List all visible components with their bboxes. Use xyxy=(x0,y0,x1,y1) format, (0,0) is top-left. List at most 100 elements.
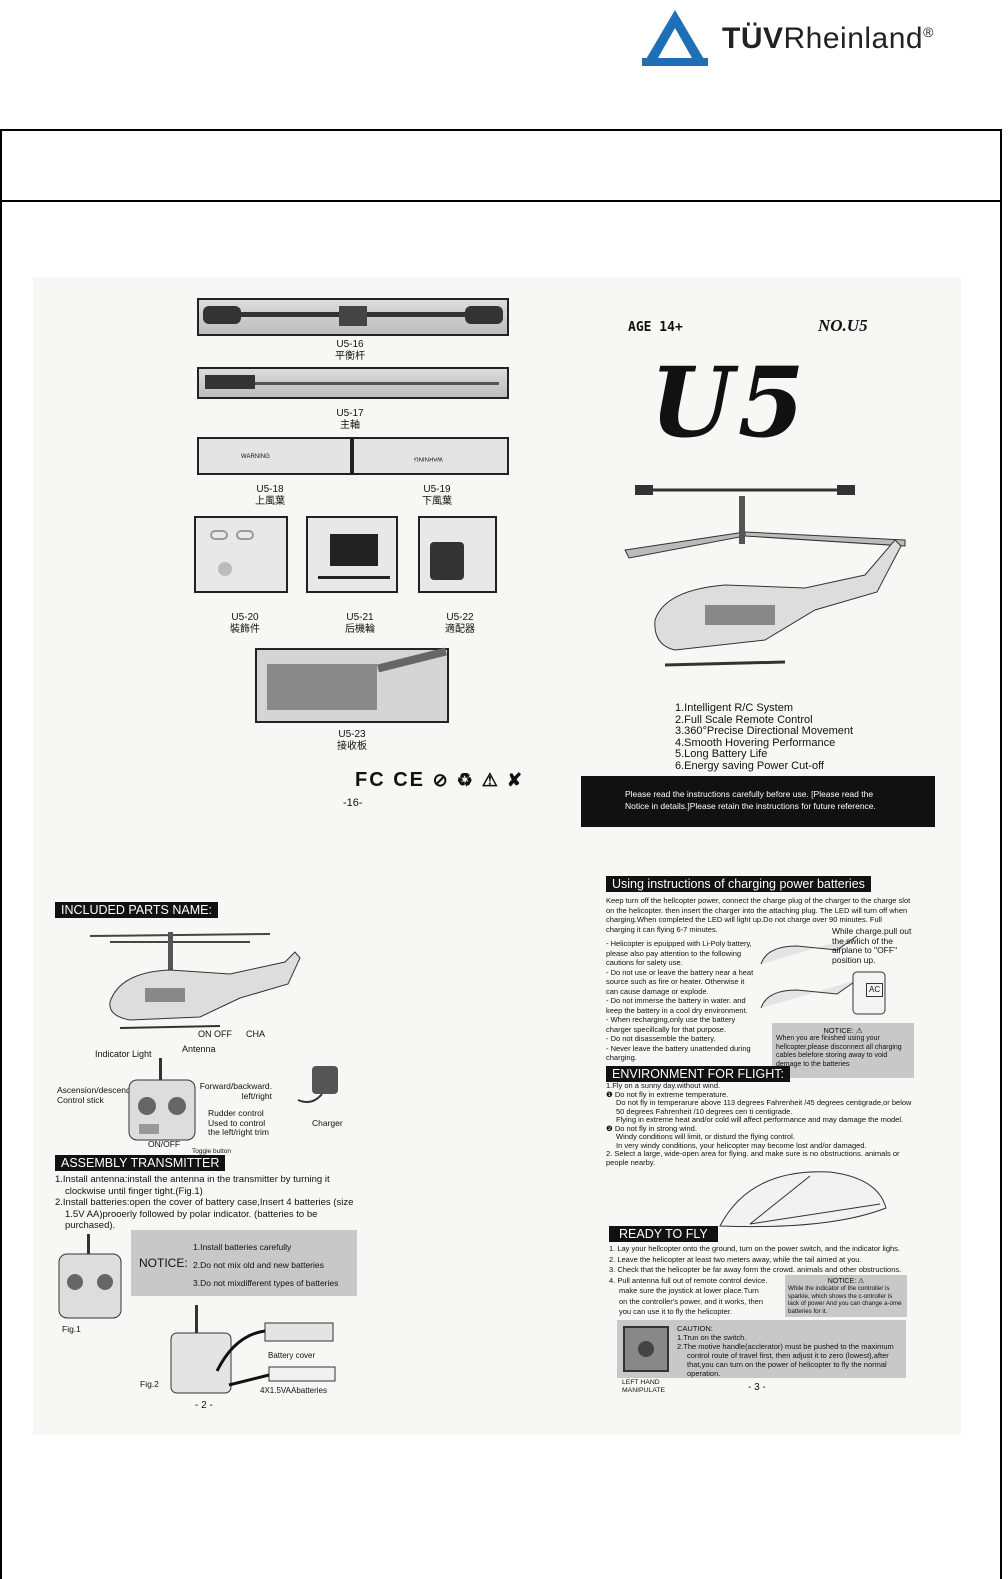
env-line: Flying in extreme heat and/or cold will … xyxy=(616,1115,904,1124)
header-divider xyxy=(0,200,1002,202)
label-antenna: Antenna xyxy=(182,1044,216,1054)
cover-big-title: U5 xyxy=(650,346,809,459)
transmitter-diagram xyxy=(128,1058,196,1141)
fig1-caption: Fig.1 xyxy=(62,1324,81,1334)
feature-item: 1.Intelligent R/C System xyxy=(675,702,793,714)
battery-cover-label: Battery cover xyxy=(268,1351,316,1360)
charger-image xyxy=(297,1066,338,1103)
charge-intro: Keep turn off the hellcopter power, conn… xyxy=(606,896,911,934)
notice-item: 3.Do not mixdifferent types of batteries xyxy=(193,1278,339,1288)
number-2-icon: ❷ xyxy=(606,1123,615,1133)
charge-bullet: - Do not disassemble the battery. xyxy=(606,1034,716,1043)
cover-feature-list: 1.Intelligent R/C System 2.Full Scale Re… xyxy=(675,702,854,772)
ready-step: 4. Pull antenna full out of remote contr… xyxy=(609,1275,768,1317)
charge-bullet: - Never leave the battery unattended dur… xyxy=(606,1043,751,1063)
charging-helicopter-image xyxy=(760,935,886,1015)
parts-heading: INCLUDED PARTS NAME: xyxy=(55,902,218,918)
flying-area-diagram xyxy=(719,1171,887,1228)
fig2-caption: Fig.2 xyxy=(140,1379,159,1389)
ready-step: 1. Lay your hellcopter onto the ground, … xyxy=(609,1244,901,1253)
feature-item: 4.Smooth Hovering Performance xyxy=(675,736,836,749)
notice-item: 2.Do not mix old and new batteries xyxy=(193,1260,324,1270)
env-lines: 1.Fly on a sunny day.without wind. ❶ Do … xyxy=(606,1081,916,1167)
assembly-step: 2.Install batteries:open the cover of ba… xyxy=(55,1197,354,1231)
helicopter-diagram xyxy=(90,932,301,1029)
tuv-triangle-icon xyxy=(642,10,708,66)
label-charger: Charger xyxy=(312,1118,343,1128)
fig1-transmitter xyxy=(58,1234,122,1319)
env-line: Windy conditions will limit, or disturd … xyxy=(616,1132,795,1141)
warning-icon: ⚠ xyxy=(858,1278,865,1285)
part-u5-21-photo xyxy=(306,516,398,593)
label-cha: CHA xyxy=(246,1029,266,1039)
page16-number: -16- xyxy=(343,797,363,809)
page2-number: - 2 - xyxy=(195,1400,213,1411)
left-hand-label: LEFT HAND MANIPULATE xyxy=(622,1379,665,1394)
document-frame xyxy=(0,129,1002,1579)
feature-item: 5.Long Battery Life xyxy=(675,748,768,760)
part-u5-20-photo xyxy=(194,516,288,593)
ac-label: AC xyxy=(866,983,884,997)
label-forward: Forward/backward. left/right xyxy=(199,1081,272,1101)
label-ascension: Ascension/descend Control stick xyxy=(57,1085,131,1105)
cover-notice-box: Please read the instructions carefully b… xyxy=(581,776,935,827)
ready-steps-123: 1. Lay your hellcopter onto the ground, … xyxy=(609,1244,909,1318)
assembly-step: 1.Install antenna:install the antenna in… xyxy=(55,1174,330,1197)
page3-number: - 3 - xyxy=(748,1382,766,1393)
part-u5-16-photo xyxy=(197,298,509,336)
charge-bullet: - Do not use or leave the battery near a… xyxy=(606,967,754,996)
env-line: 2. Select a large, wide-open area for fl… xyxy=(606,1149,900,1167)
feature-item: 3.360°Precise Directional Movement xyxy=(675,725,854,737)
label-onoff: ON OFF xyxy=(198,1029,232,1039)
caution-line: 1.Trun on the switch. xyxy=(677,1333,747,1342)
part-u5-22-photo xyxy=(418,516,497,593)
caution-box: CAUTION: 1.Trun on the switch. 2.The mot… xyxy=(617,1320,906,1378)
part-u5-19-photo: WARNING xyxy=(352,437,509,475)
label-onoff2: ON/OFF xyxy=(148,1139,181,1149)
charge-notice-box: NOTICE: ⚠ When you are finished using yo… xyxy=(772,1023,914,1078)
charge-bullet: - When recharging,only use the battery c… xyxy=(606,1015,736,1034)
notice-item: 1.Install batteries carefully xyxy=(193,1242,292,1252)
env-line: ❷ Do not fly in strong wind. xyxy=(606,1123,697,1133)
env-line: 1.Fly on a sunny day.without wind. xyxy=(606,1081,721,1090)
left-hand-controller-image xyxy=(623,1326,669,1372)
cert-marks: FC CE ⊘ ♻ ⚠ ✘ xyxy=(355,769,525,791)
part-u5-23-photo xyxy=(255,647,449,723)
label-rudder: Rudder control Used to control the left/… xyxy=(208,1108,269,1137)
label-toggle: Toggle button xyxy=(192,1148,232,1155)
fig2-battery-diagram xyxy=(170,1305,336,1394)
number-1-icon: ❶ xyxy=(606,1089,615,1099)
assembly-notice-box: NOTICE: 1.Install batteries carefully 2.… xyxy=(131,1230,357,1296)
ready-heading: READY TO FLY xyxy=(609,1226,718,1242)
logo-text: TÜVRheinland® xyxy=(722,22,934,55)
env-line: Do not fly in temperarure above 113 degr… xyxy=(616,1098,912,1116)
caution-line: 2.The motive handle(acclerator) must be … xyxy=(677,1342,894,1378)
cover-model-no: NO.U5 xyxy=(818,316,868,335)
assembly-heading: ASSEMBLY TRANSMITTER xyxy=(55,1155,226,1171)
recycle-icon: ⊘ ♻ ⚠ ✘ xyxy=(432,770,525,790)
env-line: In very windy conditions, your helicopte… xyxy=(616,1140,867,1150)
ready-step: 2. Leave the helicopter at least two met… xyxy=(609,1254,862,1264)
env-heading: ENVIRONMENT FOR FLIGHT: xyxy=(606,1066,791,1082)
ready-notice-box: NOTICE: ⚠ While the indicator of the con… xyxy=(785,1275,907,1317)
charge-bullets: - Helicopter is epuipped with Li-Poly ba… xyxy=(606,939,758,1063)
assembly-steps: 1.Install antenna:install the antenna in… xyxy=(55,1174,355,1232)
batteries-label: 4X1.5VAAbatteries xyxy=(260,1386,328,1395)
charge-bullet: - Do not immerse the battery in water. a… xyxy=(606,996,748,1015)
warning-icon: ⚠ xyxy=(855,1026,863,1035)
cover-helicopter-image xyxy=(624,485,906,667)
label-indicator: Indicator Light xyxy=(95,1049,152,1059)
while-charge-note: While charge.pull out the swlich of the … xyxy=(832,926,912,965)
charge-heading: Using instructions of charging power bat… xyxy=(606,876,871,892)
tuv-logo: TÜVRheinland® xyxy=(640,8,980,70)
cover-age: AGE 14+ xyxy=(628,320,683,335)
feature-item: 2.Full Scale Remote Control xyxy=(675,713,813,726)
